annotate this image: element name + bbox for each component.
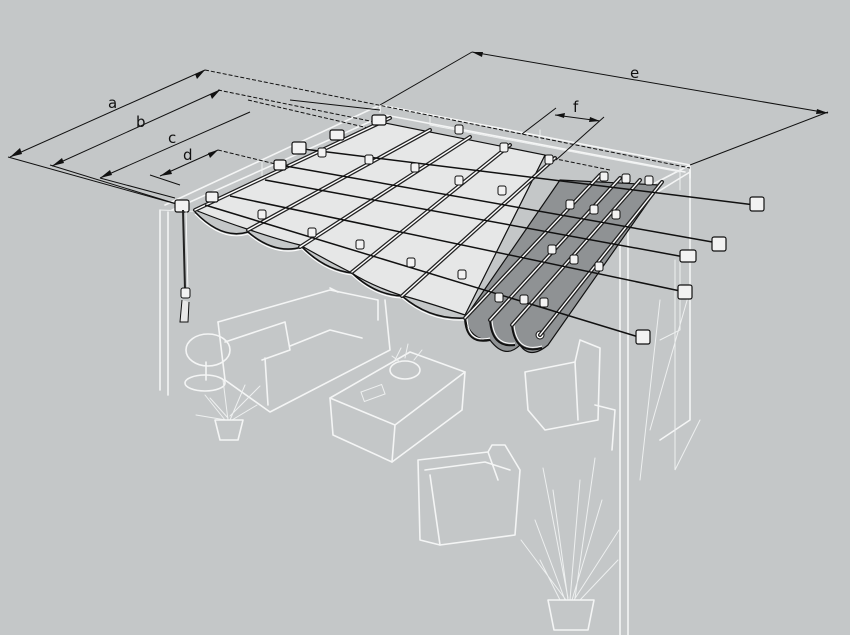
dimension-label-d: d	[183, 146, 193, 164]
armchair-back	[524, 339, 616, 451]
coffee-table	[329, 343, 466, 463]
dimension-labels: a b c d e f	[108, 64, 639, 164]
dimension-label-c: c	[168, 129, 176, 147]
sofa	[217, 287, 391, 413]
dimension-label-a: a	[108, 94, 117, 112]
potted-plant-left	[195, 379, 261, 441]
crank-handle	[179, 209, 191, 323]
potted-plant-right	[520, 457, 620, 631]
armchair-front	[417, 444, 521, 546]
rod-clips	[257, 124, 654, 308]
dimension-label-e: e	[630, 64, 639, 82]
dimension-label-f: f	[573, 98, 579, 116]
table-lamp	[184, 333, 231, 392]
cable-end-brackets	[174, 114, 765, 345]
dimension-label-b: b	[136, 113, 146, 131]
